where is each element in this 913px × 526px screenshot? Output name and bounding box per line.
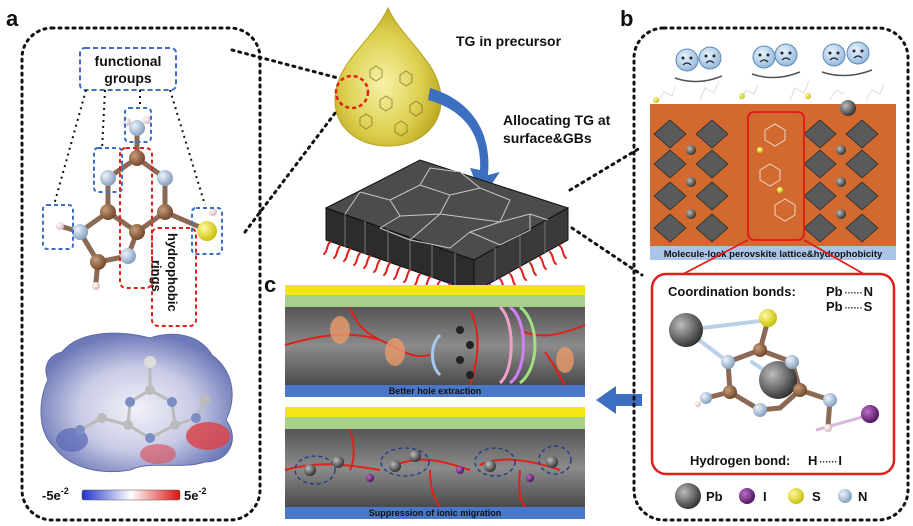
drop-connector-lines bbox=[230, 48, 347, 234]
legend-n-icon bbox=[838, 489, 852, 503]
perovskite-lattice: Molecule-lock perovskite lattice&hydroph… bbox=[650, 80, 896, 260]
lattice-zoom-box bbox=[747, 111, 805, 241]
tg-molecule-ball-stick bbox=[56, 116, 217, 290]
hydrophobic-rings-label: hydrophobic bbox=[165, 233, 180, 312]
panel-b-letter: b bbox=[620, 6, 633, 31]
legend-i-icon bbox=[739, 488, 755, 504]
allocating-tg-label: Allocating TG at bbox=[503, 112, 611, 128]
legend-pb-label: Pb bbox=[706, 489, 723, 504]
zoomed-molecule bbox=[669, 309, 879, 432]
legend-s-icon bbox=[788, 488, 804, 504]
functional-group-leader-lines bbox=[53, 89, 206, 206]
functional-groups-box bbox=[79, 47, 177, 91]
zoom-circle bbox=[334, 74, 370, 110]
functional-groups-label-2: groups bbox=[104, 70, 152, 86]
b-to-c-arrow bbox=[596, 386, 642, 414]
panel-a-letter: a bbox=[6, 6, 19, 31]
legend-n-label: N bbox=[858, 489, 867, 504]
esp-color-scale bbox=[81, 489, 181, 501]
film-connector-lines bbox=[568, 146, 644, 277]
panel-a-frame bbox=[20, 26, 262, 522]
functional-group-boxes bbox=[42, 107, 223, 255]
functional-groups-label: functional bbox=[95, 53, 162, 69]
esp-surface-map bbox=[40, 332, 233, 473]
lattice-caption: Molecule-lock perovskite lattice&hydroph… bbox=[664, 249, 883, 260]
legend-s-label: S bbox=[812, 489, 821, 504]
scale-min-label: -5e-2 bbox=[42, 486, 69, 503]
ion-migration-caption: Suppression of ionic migration bbox=[369, 508, 502, 518]
hole-extraction-device: Better hole extraction bbox=[284, 285, 586, 397]
scale-max-label: 5e-2 bbox=[184, 486, 206, 503]
hbond-h-i: H······I bbox=[808, 453, 842, 468]
coordination-bonds-title: Coordination bonds: bbox=[668, 284, 796, 299]
hole-extraction-caption: Better hole extraction bbox=[389, 386, 482, 396]
panel-c-letter: c bbox=[264, 272, 276, 297]
hydrophobic-ring-boxes bbox=[119, 147, 197, 327]
hydrogen-bond-title: Hydrogen bond: bbox=[690, 453, 790, 468]
atom-legend: Pb I S N bbox=[675, 483, 867, 509]
legend-i-label: I bbox=[763, 489, 767, 504]
coord-pb-s: Pb······S bbox=[826, 299, 873, 314]
panel-b-frame bbox=[632, 26, 910, 522]
coord-pb-n: Pb······N bbox=[826, 284, 873, 299]
hydrophobic-rings-label-2: rings bbox=[149, 260, 164, 292]
ion-migration-device: Suppression of ionic migration bbox=[284, 407, 585, 519]
allocation-arrow bbox=[428, 88, 500, 198]
precursor-droplet bbox=[334, 6, 442, 147]
perovskite-film-block bbox=[323, 159, 570, 303]
legend-pb-icon bbox=[675, 483, 701, 509]
allocating-tg-label-2: surface&GBs bbox=[503, 130, 592, 146]
water-droplets-sad bbox=[674, 41, 873, 83]
tg-in-precursor-label: TG in precursor bbox=[456, 33, 562, 49]
